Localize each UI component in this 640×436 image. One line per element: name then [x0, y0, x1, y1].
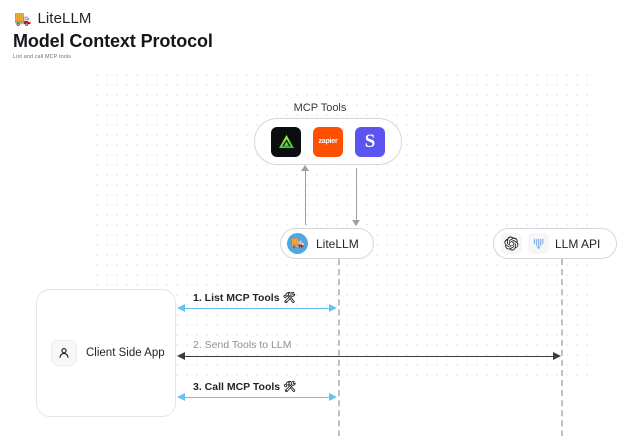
- openai-icon: [501, 233, 522, 254]
- brand: 🚚 LiteLLM: [14, 7, 92, 29]
- zapier-tool-icon[interactable]: zapier: [313, 126, 343, 157]
- litellm-avatar-icon: 🚚: [287, 233, 308, 254]
- client-side-app-label: Client Side App: [86, 347, 165, 359]
- message-1-line: [184, 308, 330, 309]
- mcp-request-arrow-head: [301, 165, 309, 171]
- page-subtitle: List and call MCP tools: [13, 54, 72, 60]
- message-1-arrowhead-right: [329, 304, 337, 312]
- person-icon: [51, 340, 77, 366]
- diagram-canvas: MCP Tools zapier: [0, 68, 640, 436]
- litellm-node[interactable]: 🚚 LiteLLM: [280, 228, 374, 259]
- page-title: Model Context Protocol: [13, 31, 213, 51]
- litellm-node-label: LiteLLM: [316, 236, 359, 251]
- message-2-arrowhead-right: [553, 352, 561, 360]
- message-1-label: 1. List MCP Tools 🛠: [193, 292, 296, 304]
- slack-tool-label: S: [364, 131, 376, 152]
- slack-tool-icon[interactable]: S: [355, 126, 385, 157]
- linear-tool-icon[interactable]: [271, 126, 301, 157]
- anthropic-icon: [528, 233, 549, 254]
- message-3-arrowhead-left: [177, 393, 185, 401]
- mcp-response-arrow-head: [352, 220, 360, 226]
- llm-api-lifeline: [561, 259, 563, 436]
- message-3-line: [184, 397, 330, 398]
- brand-name: LiteLLM: [37, 9, 92, 27]
- message-2-arrowhead-left: [177, 352, 185, 360]
- message-3-label: 3. Call MCP Tools 🛠: [193, 381, 297, 393]
- client-side-app-content: Client Side App: [51, 340, 165, 366]
- message-1-arrowhead-left: [177, 304, 185, 312]
- llm-api-node-label: LLM API: [555, 236, 601, 251]
- message-2-line: [184, 356, 554, 357]
- mcp-response-arrow-line: [356, 168, 357, 225]
- mcp-tools-title: MCP Tools: [293, 102, 347, 114]
- mcp-request-arrow-line: [305, 168, 306, 225]
- client-side-app-node[interactable]: Client Side App: [36, 289, 176, 417]
- llm-api-node[interactable]: LLM API: [493, 228, 618, 259]
- litellm-lifeline: [338, 259, 340, 436]
- truck-icon: 🚚: [14, 10, 32, 26]
- message-2-label: 2. Send Tools to LLM: [193, 339, 292, 351]
- mcp-tools-box: zapier S: [254, 118, 402, 165]
- zapier-tool-label: zapier: [318, 138, 338, 145]
- message-3-arrowhead-right: [329, 393, 337, 401]
